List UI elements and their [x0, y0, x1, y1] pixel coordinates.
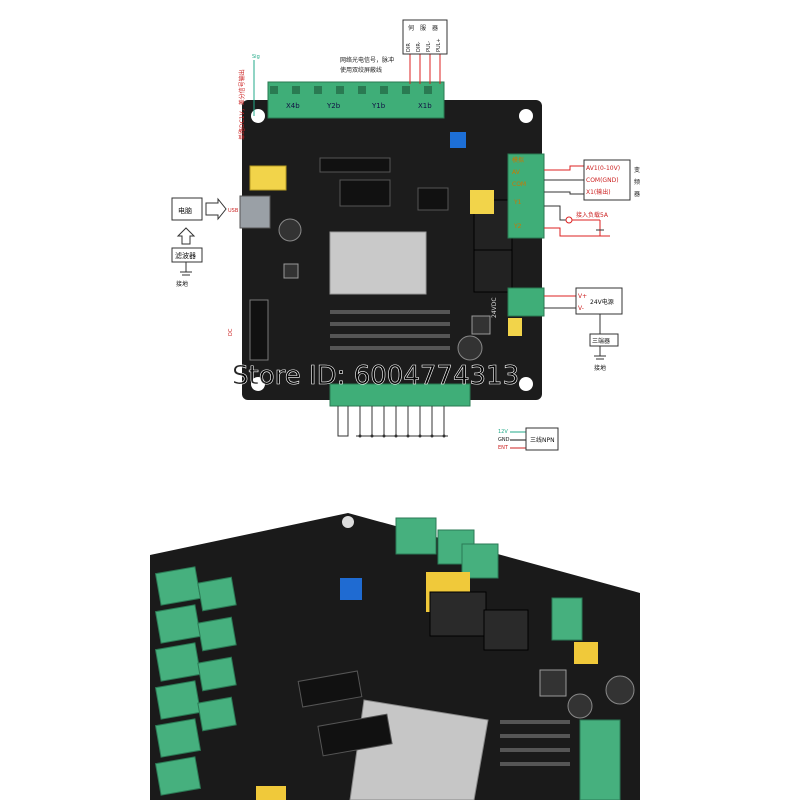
inverter-box: AV1(0-10V) COM(GND) X1(输出) 变 频 器 [544, 159, 640, 201]
filter-label: 滤波器 [175, 251, 196, 260]
servo-pin: DIR [406, 43, 412, 52]
meter-label: 三端器 [592, 337, 610, 345]
computer-block: 电脑 USB 滤波器 接地 [171, 197, 239, 288]
inverter-line: AV1(0-10V) [586, 165, 620, 172]
power-box: V+ V- 24V电源 三端器 接地 [544, 287, 623, 372]
left-signal-label: Sig [252, 54, 260, 60]
watermark: Store ID: 6004774313 [232, 361, 519, 391]
servo-connector-box: 伺 服 器 DIR DIR- PUL- PUL+ [402, 19, 448, 55]
right-row-label: COM [512, 181, 526, 188]
inverter-side-char: 变 [634, 166, 640, 174]
bottom-pcb-photo [150, 513, 640, 800]
left-vertical-note: 单路DC1V，差分信号输出 [238, 69, 246, 140]
right-label-top: 模拟 [512, 156, 524, 164]
inverter-line: X1(输出) [586, 188, 611, 196]
npn-line: GND [498, 437, 510, 443]
servo-pin: DIR- [416, 41, 422, 52]
servo-pin: PUL+ [436, 38, 442, 52]
terminal-label: X1b [418, 102, 432, 110]
top-pcb-board [239, 100, 542, 400]
power-line: V- [578, 305, 584, 312]
servo-pin: PUL- [426, 41, 432, 52]
npn-line: ENT [498, 445, 509, 451]
right-row-label: Y2 [513, 223, 522, 230]
right-terminal-block: 模拟 AV COM Y1 Y2 24VDC [491, 153, 545, 318]
note-top: 网络光电信号，脉冲 [340, 56, 394, 64]
load-label: 接入负载5A [576, 211, 609, 219]
right-row-label: AV [512, 169, 521, 176]
top-terminal-block: X4b Y2b Y1b X1b [267, 81, 445, 119]
bottom-terminal-block [329, 383, 471, 438]
ground-label: 接地 [176, 280, 188, 288]
meter-ground: 接地 [594, 364, 606, 372]
npn-line: 12V [498, 429, 508, 435]
load-circuit: 接入负载5A [544, 205, 610, 237]
servo-header-char: 伺 [408, 24, 414, 32]
power-line: V+ [578, 293, 587, 300]
servo-header-char: 器 [432, 25, 438, 32]
npn-sensor-box: 12V GND ENT 三线NPN [498, 427, 559, 451]
usb-label: USB [228, 208, 239, 214]
inverter-side-char: 频 [634, 178, 640, 186]
inverter-side-char: 器 [634, 191, 640, 198]
dc-label: DC [228, 328, 234, 336]
terminal-label: Y2b [326, 102, 341, 110]
computer-label: 电脑 [178, 206, 192, 215]
dc-side-label: 24VDC [491, 297, 498, 318]
right-row-label: Y1 [513, 199, 522, 206]
top-wires [409, 52, 441, 84]
power-text: 24V电源 [590, 298, 614, 306]
servo-header-char: 服 [420, 25, 426, 32]
inverter-line: COM(GND) [586, 177, 619, 184]
note-top-2: 使用双绞屏蔽线 [340, 66, 382, 74]
terminal-label: X4b [286, 102, 300, 110]
terminal-label: Y1b [371, 102, 386, 110]
npn-label: 三线NPN [530, 436, 555, 444]
